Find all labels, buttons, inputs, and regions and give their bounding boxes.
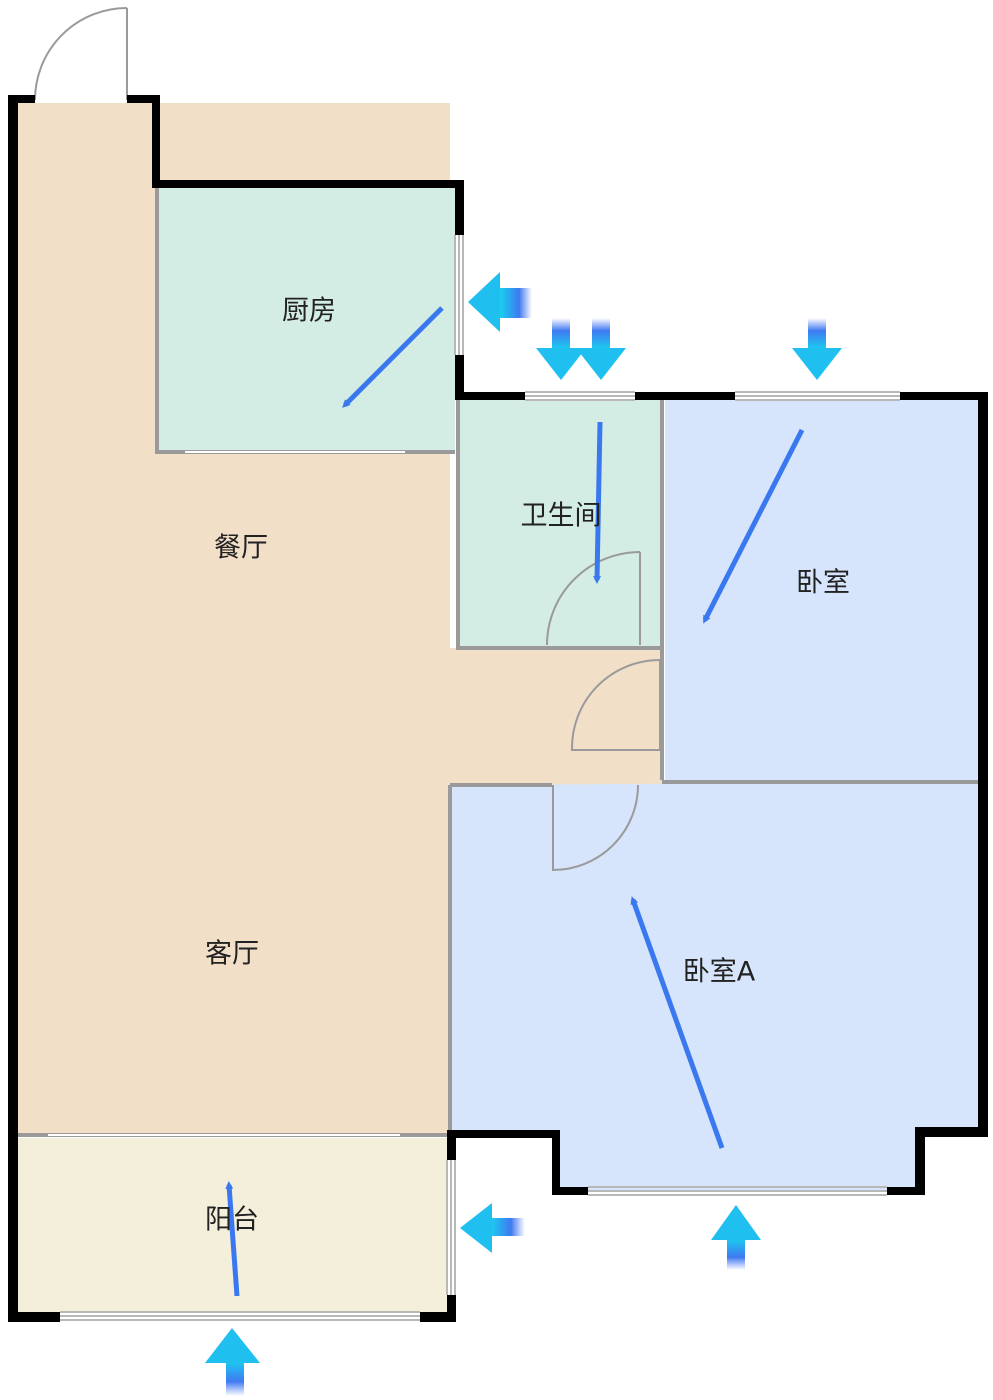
bedroom-door — [570, 659, 661, 751]
room-label-living: 客厅 — [205, 938, 259, 970]
bedroom-a-door — [552, 784, 639, 872]
bedroom-floor — [665, 400, 978, 780]
room-label-balcony: 阳台 — [205, 1204, 259, 1236]
flow-arrows — [225, 306, 805, 1297]
bedroom-a-arrow — [630, 896, 725, 1149]
arrow-left-icon — [460, 1203, 525, 1253]
room-label-bedroom: 卧室 — [796, 567, 850, 599]
balcony-arrow — [225, 1181, 240, 1297]
room-label-bathroom: 卫生间 — [520, 500, 602, 532]
windows — [60, 235, 900, 1321]
bathroom-arrow — [593, 421, 603, 584]
room-label-bedroom-a: 卧室A — [682, 956, 756, 988]
room-label-kitchen: 厨房 — [282, 295, 336, 327]
walls — [8, 95, 988, 1322]
bathroom-floor — [460, 400, 660, 648]
doors — [34, 7, 661, 872]
arrow-left-icon — [468, 272, 532, 332]
arrow-up-icon — [711, 1205, 761, 1270]
arrow-down-icon — [576, 318, 626, 380]
entry-door — [34, 7, 128, 101]
kitchen-arrow — [342, 306, 444, 408]
room-fills — [18, 103, 978, 1313]
arrow-down-icon — [792, 318, 842, 380]
bathroom-door — [546, 551, 641, 646]
hallway-floor — [450, 648, 662, 785]
room-label-dining: 餐厅 — [214, 532, 268, 564]
light-arrows — [205, 272, 842, 1396]
bedroom-a-floor — [452, 782, 978, 1190]
bedroom-arrow — [702, 428, 805, 624]
arrow-up-icon — [205, 1328, 260, 1396]
kitchen-floor — [157, 188, 455, 450]
arrow-down-icon — [536, 318, 586, 380]
